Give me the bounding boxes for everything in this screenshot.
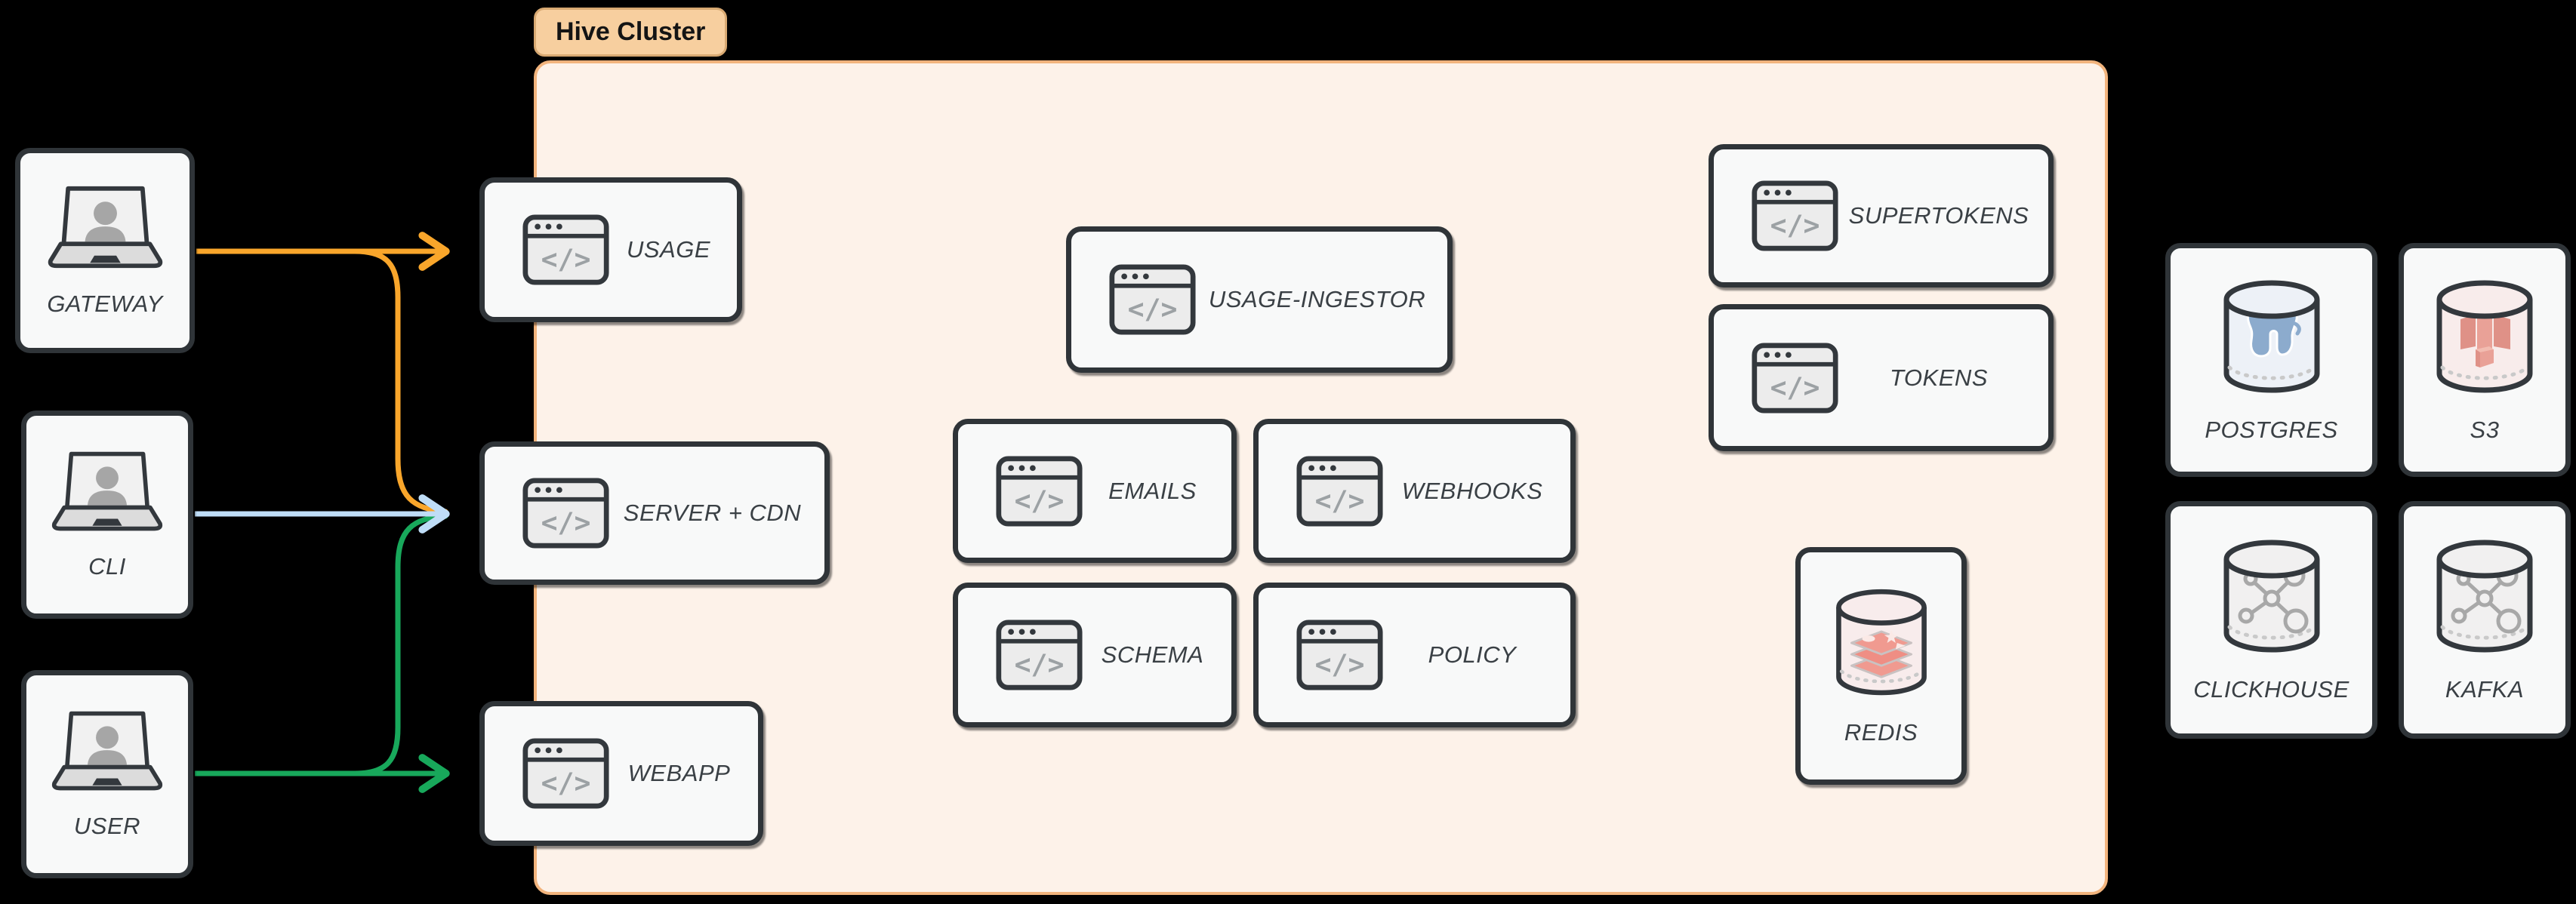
svg-text:</>: </> — [1015, 484, 1065, 516]
node-server-cdn: </> SERVER + CDN — [479, 441, 830, 585]
node-label: CLI — [88, 552, 126, 580]
database-cylinder-s3-icon — [2432, 277, 2537, 401]
node-label: WEBAPP — [627, 760, 731, 786]
node-cli: CLI — [21, 410, 193, 619]
node-label: USAGE-INGESTOR — [1208, 286, 1426, 312]
code-window-icon: </> — [1296, 620, 1383, 690]
node-supertokens: </> SUPERTOKENS — [1709, 144, 2054, 287]
node-webapp: </> WEBAPP — [479, 701, 763, 846]
svg-text:</>: </> — [541, 767, 591, 799]
svg-text:</>: </> — [1128, 293, 1178, 325]
node-kafka: KAFKA — [2399, 501, 2571, 739]
svg-text:</>: </> — [541, 243, 591, 275]
node-user: USER — [21, 670, 193, 878]
node-label: S3 — [2470, 416, 2500, 443]
network-molecule — [2238, 564, 2308, 634]
svg-text:</>: </> — [1015, 648, 1065, 681]
node-label: POSTGRES — [2205, 416, 2338, 443]
node-label: SERVER + CDN — [623, 500, 802, 526]
edge-gateway-to-server-cdn — [352, 248, 448, 515]
node-label: USAGE — [626, 236, 711, 263]
node-label: SCHEMA — [1101, 641, 1204, 668]
node-label: EMAILS — [1108, 477, 1197, 504]
node-postgres: POSTGRES — [2165, 243, 2377, 477]
node-usage-ingestor: </> USAGE-INGESTOR — [1066, 226, 1453, 373]
node-label: WEBHOOKS — [1401, 477, 1543, 504]
code-window-icon: </> — [522, 738, 609, 809]
s3-logo — [2460, 303, 2510, 367]
node-label: TOKENS — [1890, 364, 1988, 391]
hive-cluster-label: Hive Cluster — [534, 8, 728, 57]
code-window-icon: </> — [996, 620, 1083, 690]
laptop-user-icon — [43, 184, 168, 275]
node-label: USER — [73, 812, 141, 839]
node-label: SUPERTOKENS — [1848, 202, 2029, 229]
node-label: GATEWAY — [47, 290, 163, 317]
code-window-icon: </> — [1752, 343, 1838, 414]
node-emails: </> EMAILS — [953, 419, 1237, 563]
code-window-icon: </> — [996, 456, 1083, 527]
node-label: POLICY — [1428, 641, 1517, 668]
node-gateway: GATEWAY — [15, 148, 195, 353]
svg-text:</>: </> — [1770, 209, 1820, 241]
node-label: REDIS — [1844, 719, 1918, 746]
laptop-user-icon — [47, 450, 168, 538]
node-label: KAFKA — [2445, 676, 2525, 703]
node-tokens: </> TOKENS — [1709, 304, 2054, 451]
node-usage: </> USAGE — [479, 177, 742, 322]
node-clickhouse: CLICKHOUSE — [2165, 501, 2377, 739]
laptop-user-icon — [47, 709, 168, 798]
database-cylinder-network-icon — [2432, 537, 2537, 661]
node-redis: REDIS — [1795, 547, 1967, 785]
svg-text:</>: </> — [541, 506, 591, 539]
code-window-icon: </> — [1296, 456, 1383, 527]
node-label: CLICKHOUSE — [2193, 676, 2350, 703]
node-webhooks: </> WEBHOOKS — [1253, 419, 1576, 563]
code-window-icon: </> — [1752, 180, 1838, 251]
code-window-icon: </> — [522, 214, 609, 285]
node-schema: </> SCHEMA — [953, 583, 1237, 727]
code-window-icon: </> — [1109, 264, 1196, 335]
database-cylinder-postgres-icon — [2219, 277, 2325, 401]
svg-text:</>: </> — [1770, 371, 1820, 403]
code-window-icon: </> — [522, 478, 609, 549]
node-s3: S3 — [2399, 243, 2571, 477]
database-cylinder-redis-icon — [1832, 586, 1931, 704]
svg-text:</>: </> — [1315, 484, 1365, 516]
svg-text:</>: </> — [1315, 648, 1365, 681]
node-policy: </> POLICY — [1253, 583, 1576, 727]
edge-user-to-server-cdn — [352, 513, 448, 776]
database-cylinder-network-icon — [2219, 537, 2325, 661]
